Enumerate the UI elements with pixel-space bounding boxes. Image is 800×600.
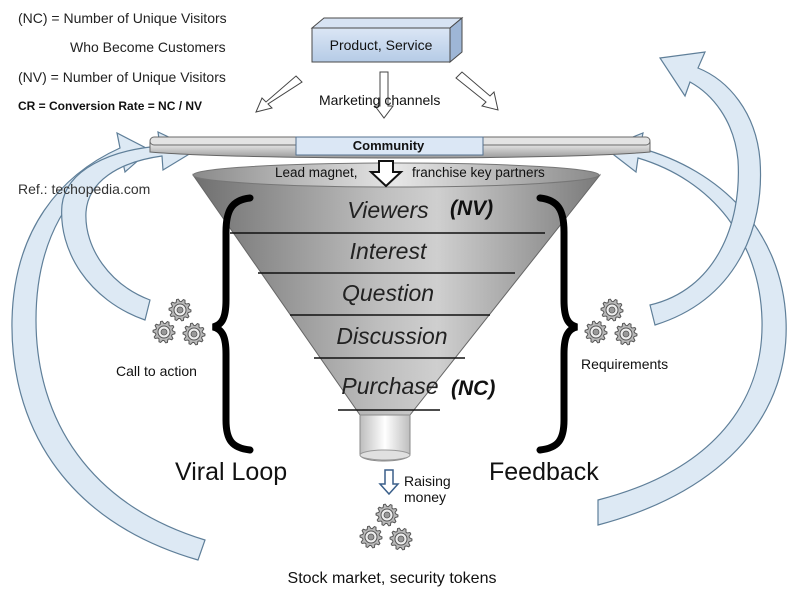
raising-money-arrow-icon xyxy=(378,469,400,496)
viral-loop-label: Viral Loop xyxy=(175,458,288,486)
product-service-box xyxy=(310,16,464,64)
tag-nv: (NV) xyxy=(450,197,494,220)
legend-nc-line: (NC) = Number of Unique Visitors xyxy=(18,10,227,26)
product-service-label: Product, Service xyxy=(329,37,433,53)
stage-discussion: Discussion xyxy=(336,323,448,349)
legend-cr-line: CR = Conversion Rate = NC / NV xyxy=(18,99,203,113)
franchise-label: franchise key partners xyxy=(412,165,545,180)
raising-line-2: money xyxy=(404,489,447,505)
stage-viewers: Viewers xyxy=(347,197,429,223)
gear-cluster-bottom-icon xyxy=(359,503,413,551)
feedback-label: Feedback xyxy=(489,458,599,486)
call-to-action-label: Call to action xyxy=(116,363,197,379)
gear-icon xyxy=(600,298,624,322)
gear-icon xyxy=(152,320,176,344)
gear-icon xyxy=(614,322,638,346)
gear-cluster-right-icon xyxy=(584,298,638,346)
raising-line-1: Raising xyxy=(404,473,451,489)
reference-text: Ref.: techopedia.com xyxy=(18,181,151,197)
feedback-inner-arc xyxy=(649,51,762,326)
viral-loop-outer-arc xyxy=(11,131,206,561)
stage-lines xyxy=(230,232,545,411)
requirements-label: Requirements xyxy=(581,356,669,372)
gear-icon xyxy=(168,298,192,322)
left-curly-brace-icon xyxy=(211,194,254,454)
stock-market-label: Stock market, security tokens xyxy=(287,570,497,587)
gear-icon xyxy=(359,525,383,549)
legend-nc-line2: Who Become Customers xyxy=(70,39,226,55)
stage-question: Question xyxy=(341,280,435,306)
gear-icon xyxy=(375,503,399,527)
gear-icon xyxy=(584,320,608,344)
channel-arrows xyxy=(255,71,499,119)
raising-money-label: Raising money xyxy=(404,473,451,505)
stage-interest: Interest xyxy=(349,238,427,264)
community-label: Community xyxy=(352,138,425,153)
lead-magnet-label: Lead magnet, xyxy=(275,165,358,180)
legend-nv-line: (NV) = Number of Unique Visitors xyxy=(18,69,226,85)
gear-icon xyxy=(389,527,413,551)
gear-icon xyxy=(182,322,206,346)
lead-arrow-icon xyxy=(368,160,404,188)
community-tray xyxy=(149,136,651,159)
tag-nc: (NC) xyxy=(451,377,496,400)
gear-cluster-left-icon xyxy=(152,298,206,346)
right-curly-brace-icon xyxy=(536,194,579,454)
stage-purchase: Purchase xyxy=(341,373,439,399)
marketing-channels-label: Marketing channels xyxy=(319,92,441,108)
viral-loop-inner-arc xyxy=(61,130,198,321)
